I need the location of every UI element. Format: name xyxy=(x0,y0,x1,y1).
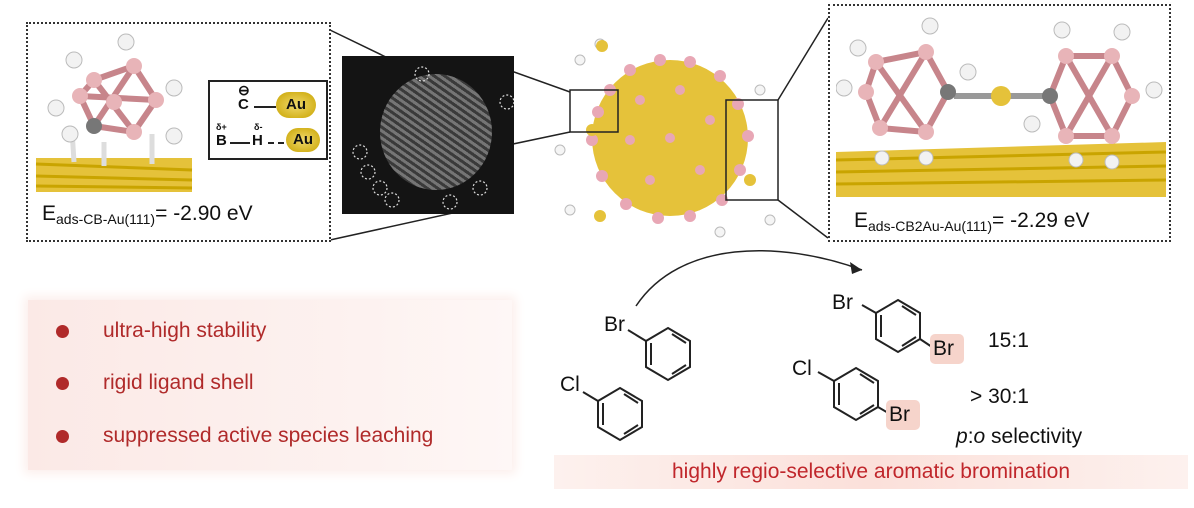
bonding-inset: ⊖ C Au δ+ δ- B H Au xyxy=(208,80,328,160)
bullet-dot-icon xyxy=(56,429,69,443)
bullet-dot-icon xyxy=(56,324,69,338)
product1-highlight xyxy=(930,334,964,364)
h-au-dashed-bond xyxy=(268,142,284,144)
left-adsorption-panel: ⊖ C Au δ+ δ- B H Au Eads-CB-Au(111)= -2.… xyxy=(26,22,331,242)
right-adsorption-energy: Eads-CB2Au-Au(111)= -2.29 eV xyxy=(854,209,1090,234)
delta-plus-label: δ+ xyxy=(216,122,227,132)
atom-markers xyxy=(352,66,514,210)
reactant2-chloro-label: Cl xyxy=(560,373,580,396)
bullet-dot-icon xyxy=(56,376,69,390)
product1-top-br-label: Br xyxy=(832,291,853,314)
nanoparticle-lattice xyxy=(380,74,492,190)
delta-minus-label: δ- xyxy=(254,122,263,132)
nanocluster-model xyxy=(554,38,779,238)
tem-image xyxy=(342,56,514,214)
properties-box: ultra-high stability rigid ligand shell … xyxy=(28,300,512,470)
bullet-item: rigid ligand shell xyxy=(56,371,254,395)
selectivity-label: p:o selectivity xyxy=(956,425,1083,448)
product2-bottom-br-label: Br xyxy=(889,403,910,426)
gold-atom-1: Au xyxy=(276,92,316,118)
product1-bottom-br-label: Br xyxy=(933,337,954,360)
product2-highlight xyxy=(886,400,920,430)
reactant1-bromo-label: Br xyxy=(604,313,625,336)
product1-ratio: 15:1 xyxy=(988,329,1029,352)
negative-charge-icon: ⊖ xyxy=(238,82,250,98)
bullet-item: suppressed active species leaching xyxy=(56,424,433,448)
gold-atom-2: Au xyxy=(286,128,320,152)
product2-ratio: > 30:1 xyxy=(970,385,1029,408)
product2-top-cl-label: Cl xyxy=(792,357,812,380)
b-h-bond xyxy=(230,142,250,144)
carbon-label: C xyxy=(238,96,249,113)
bullet-item: ultra-high stability xyxy=(56,319,266,343)
left-adsorption-energy: Eads-CB-Au(111)= -2.90 eV xyxy=(42,202,253,227)
conclusion-text: highly regio-selective aromatic brominat… xyxy=(671,460,1070,483)
hydrogen-label: H xyxy=(252,132,263,149)
c-au-bond xyxy=(254,106,276,108)
boron-label: B xyxy=(216,132,227,149)
cb2au-au-adsorption-model xyxy=(836,17,1166,197)
conclusion-banner: highly regio-selective aromatic brominat… xyxy=(554,455,1188,489)
cb-au-adsorption-model xyxy=(35,33,193,192)
right-adsorption-panel: Eads-CB2Au-Au(111)= -2.29 eV xyxy=(828,4,1171,242)
